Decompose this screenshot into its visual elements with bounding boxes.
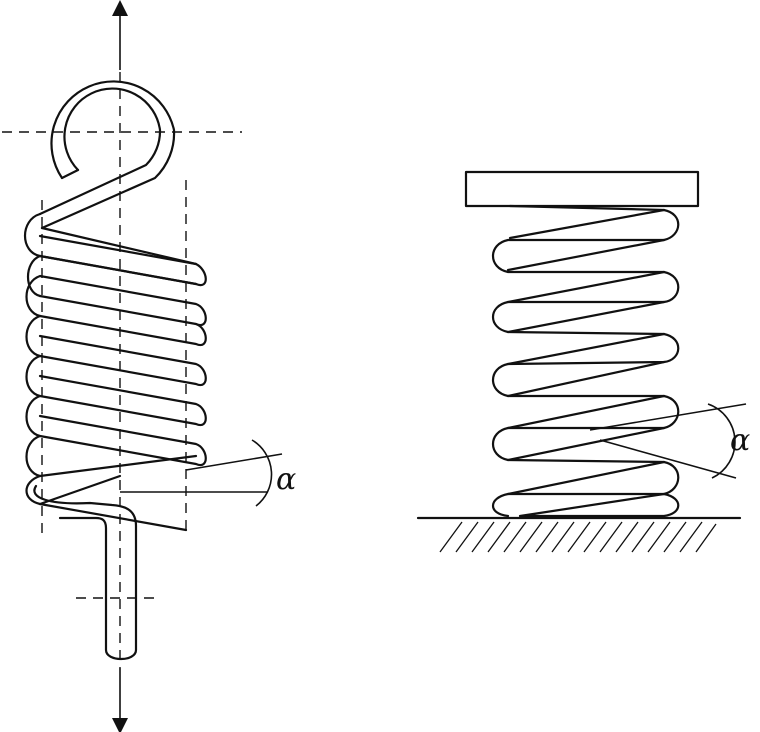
angle-upper-line bbox=[589, 403, 747, 431]
angle-ref-line bbox=[185, 453, 283, 471]
extension-spring: α bbox=[2, 0, 296, 732]
hook-outer bbox=[40, 80, 176, 230]
hook-tip bbox=[60, 168, 80, 180]
ground-hatching bbox=[439, 521, 717, 553]
angle-label: α bbox=[276, 462, 296, 497]
angle-arc bbox=[251, 439, 273, 507]
extension-coils bbox=[24, 212, 207, 532]
angle-arc bbox=[707, 403, 736, 479]
hook-inner bbox=[38, 87, 162, 216]
angle-lower-line bbox=[599, 439, 737, 479]
top-plate bbox=[464, 170, 700, 208]
lower-leg bbox=[33, 484, 138, 661]
compression-spring: α bbox=[416, 170, 750, 553]
angle-label: α bbox=[730, 423, 750, 458]
compression-coils bbox=[491, 204, 680, 518]
